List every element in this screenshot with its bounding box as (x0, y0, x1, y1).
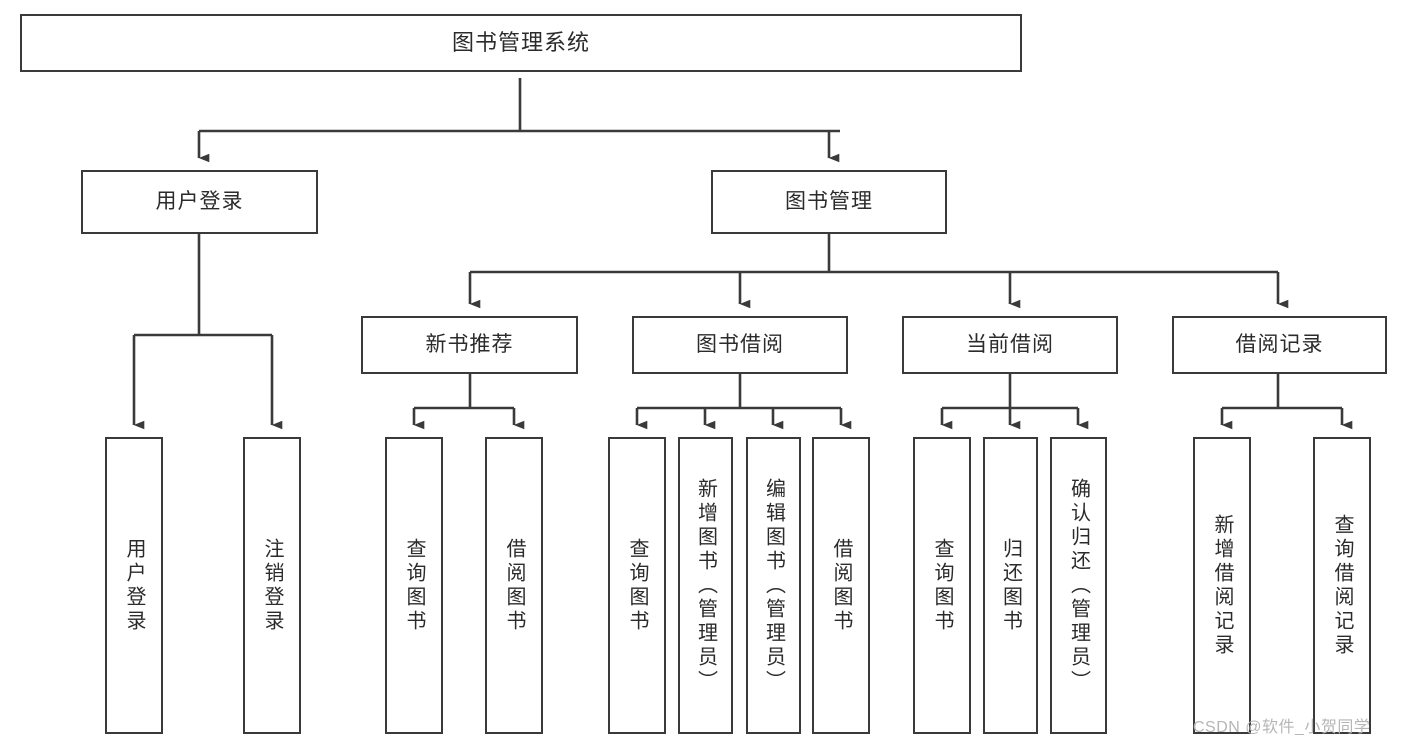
leaf-borrow-book-2-label: 借阅图书 (830, 537, 852, 634)
leaf-query-record-label: 查询借阅记录 (1331, 513, 1353, 658)
node-user-login[interactable]: 用户登录 (81, 170, 318, 234)
node-root-label: 图书管理系统 (451, 30, 590, 56)
leaf-user-login[interactable]: 用户登录 (105, 437, 163, 734)
node-borrow-record[interactable]: 借阅记录 (1172, 316, 1387, 374)
leaf-query-book-1[interactable]: 查询图书 (385, 437, 443, 734)
leaf-add-book[interactable]: 新增图书（管理员） (678, 437, 733, 734)
leaf-user-login-label: 用户登录 (123, 537, 145, 634)
node-borrow-record-label: 借阅记录 (1235, 332, 1324, 356)
leaf-borrow-book-1[interactable]: 借阅图书 (485, 437, 543, 734)
leaf-borrow-book-2[interactable]: 借阅图书 (812, 437, 870, 734)
node-new-book-rec[interactable]: 新书推荐 (361, 316, 578, 374)
leaf-add-record[interactable]: 新增借阅记录 (1193, 437, 1251, 734)
leaf-return-book-label: 归还图书 (999, 537, 1022, 634)
leaf-query-book-1-label: 查询图书 (403, 537, 425, 634)
node-root[interactable]: 图书管理系统 (20, 14, 1022, 72)
leaf-edit-book[interactable]: 编辑图书（管理员） (746, 437, 801, 734)
node-book-borrow-label: 图书借阅 (696, 332, 784, 356)
node-new-book-rec-label: 新书推荐 (425, 332, 514, 356)
leaf-borrow-book-1-label: 借阅图书 (503, 537, 525, 634)
leaf-query-book-2-label: 查询图书 (626, 537, 648, 634)
leaf-query-record[interactable]: 查询借阅记录 (1313, 437, 1371, 734)
leaf-edit-book-label: 编辑图书（管理员） (762, 477, 785, 694)
leaf-confirm-return-label: 确认归还（管理员） (1067, 477, 1090, 694)
leaf-user-logout-label: 注销登录 (261, 537, 283, 634)
node-current-borrow[interactable]: 当前借阅 (902, 316, 1118, 374)
node-user-login-label: 用户登录 (155, 189, 244, 213)
leaf-add-book-label: 新增图书（管理员） (694, 477, 717, 694)
leaf-user-logout[interactable]: 注销登录 (243, 437, 301, 734)
node-book-borrow[interactable]: 图书借阅 (632, 316, 848, 374)
leaf-add-record-label: 新增借阅记录 (1211, 513, 1233, 658)
leaf-return-book[interactable]: 归还图书 (983, 437, 1038, 734)
leaf-confirm-return[interactable]: 确认归还（管理员） (1050, 437, 1107, 734)
node-current-borrow-label: 当前借阅 (966, 332, 1054, 356)
leaf-query-book-2[interactable]: 查询图书 (608, 437, 666, 734)
leaf-query-book-3[interactable]: 查询图书 (913, 437, 971, 734)
node-book-manage-label: 图书管理 (785, 189, 873, 213)
node-book-manage[interactable]: 图书管理 (711, 170, 947, 234)
leaf-query-book-3-label: 查询图书 (931, 537, 953, 634)
